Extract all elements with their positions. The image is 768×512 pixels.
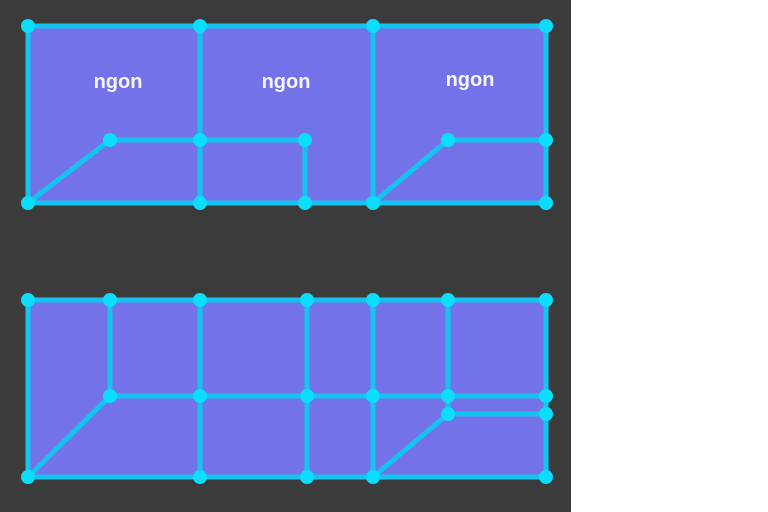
mesh-vertex: [366, 389, 380, 403]
mesh-vertex: [300, 389, 314, 403]
mesh-vertex: [103, 293, 117, 307]
mesh-vertex: [21, 196, 35, 210]
ngon-label: ngon: [262, 71, 311, 93]
ngon-mesh-face: [28, 26, 546, 203]
mesh-vertex: [441, 293, 455, 307]
mesh-vertex: [366, 470, 380, 484]
mesh-vertex: [193, 470, 207, 484]
mesh-vertex: [539, 470, 553, 484]
mesh-vertex: [300, 470, 314, 484]
mesh-vertex: [103, 389, 117, 403]
mesh-vertex: [298, 133, 312, 147]
mesh-vertex: [441, 133, 455, 147]
mesh-vertex: [366, 293, 380, 307]
mesh-vertex: [298, 196, 312, 210]
mesh-vertex: [539, 19, 553, 33]
mesh-vertex: [366, 19, 380, 33]
mesh-vertex: [193, 196, 207, 210]
quad-mesh-face: [28, 300, 546, 477]
mesh-edge: [25, 393, 113, 480]
ngon-label: ngon: [446, 69, 495, 91]
ngon-mesh-group: ngon ngon ngon: [21, 19, 553, 210]
mesh-vertex: [441, 389, 455, 403]
mesh-edge: [25, 137, 113, 206]
mesh-vertex: [539, 293, 553, 307]
mesh-vertex: [193, 19, 207, 33]
mesh-vertex: [103, 133, 117, 147]
mesh-vertex: [539, 133, 553, 147]
mesh-vertex: [366, 196, 380, 210]
mesh-vertex: [193, 133, 207, 147]
mesh-vertex: [539, 196, 553, 210]
mesh-vertex: [300, 293, 314, 307]
mesh-vertex: [441, 407, 455, 421]
mesh-vertex: [21, 293, 35, 307]
mesh-vertex: [539, 389, 553, 403]
mesh-edge: [370, 411, 451, 480]
mesh-edge: [370, 137, 451, 206]
mesh-vertex: [21, 470, 35, 484]
mesh-vertex: [539, 407, 553, 421]
quad-mesh-group: [21, 293, 553, 484]
mesh-vertex: [21, 19, 35, 33]
mesh-vertex: [193, 389, 207, 403]
ngon-label: ngon: [94, 71, 143, 93]
mesh-vertex: [193, 293, 207, 307]
